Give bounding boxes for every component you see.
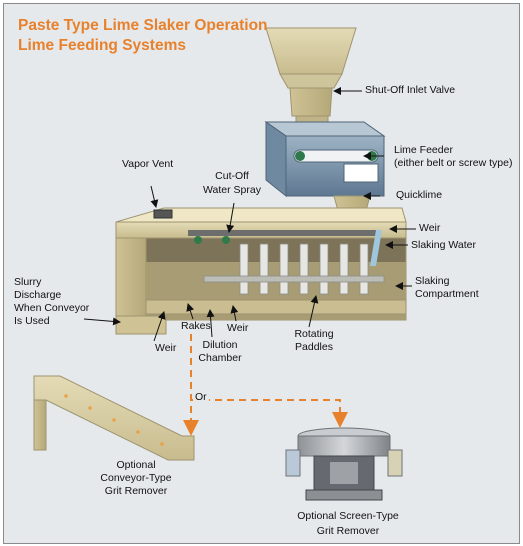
- lime-feeder: [264, 121, 386, 198]
- vapor-vent-cap: [153, 209, 173, 219]
- slurry-label-line3: When Conveyor: [14, 302, 90, 314]
- slaking-water-label: Slaking Water: [411, 239, 476, 251]
- dilution-chamber-label-line2: Chamber: [198, 352, 242, 364]
- or-label: Or: [193, 391, 209, 404]
- hopper: [265, 27, 357, 125]
- lime-feeder-label-line2: (either belt or screw type): [394, 157, 513, 169]
- screen-grit-label-line2: Grit Remover: [316, 525, 380, 537]
- slurry-label-line1: Slurry: [14, 276, 42, 288]
- flow-path: [183, 334, 348, 436]
- slaking-compartment-label-line2: Compartment: [415, 288, 479, 300]
- lime-feeder-label-line1: Lime Feeder: [394, 144, 453, 156]
- rotating-paddles-label-line2: Paddles: [295, 341, 333, 353]
- weir-mid-label: Weir: [227, 322, 249, 334]
- cutoff-spray-label-line2: Water Spray: [203, 184, 261, 196]
- slurry-label-line2: Discharge: [14, 289, 62, 301]
- slaker-illustration: [33, 27, 416, 501]
- slaking-water-stream: [370, 230, 382, 266]
- weir-top-label: Weir: [419, 222, 441, 234]
- slaking-compartment-label-line1: Slaking: [415, 275, 450, 287]
- slurry-label-line4: Is Used: [14, 315, 50, 327]
- rakes-label: Rakes: [181, 320, 211, 332]
- rotating-paddles-label-line1: Rotating: [294, 328, 334, 340]
- shutoff-valve-label: Shut-Off Inlet Valve: [365, 84, 456, 96]
- leader-arrows: [83, 87, 416, 342]
- paddle-group: [203, 243, 385, 295]
- conveyor-grit-remover: [33, 375, 195, 461]
- title-line-2: Lime Feeding Systems: [18, 37, 186, 54]
- conveyor-grit-label-line2: Conveyor-Type: [100, 472, 172, 484]
- weir-left-label: Weir: [155, 342, 177, 354]
- conveyor-grit-label-line1: Optional: [116, 459, 156, 471]
- cutoff-spray-label-line1: Cut-Off: [215, 170, 249, 182]
- dilution-chamber-label-line1: Dilution: [202, 339, 238, 351]
- screen-grit-label-line1: Optional Screen-Type: [297, 510, 399, 522]
- title-line-1: Paste Type Lime Slaker Operation: [18, 17, 268, 34]
- diagram-title: Paste Type Lime Slaker Operation Lime Fe…: [18, 16, 268, 56]
- screen-grit-remover: [285, 427, 403, 501]
- diagram-canvas: Paste Type Lime Slaker Operation Lime Fe…: [3, 3, 520, 544]
- quicklime-label: Quicklime: [396, 189, 443, 201]
- conveyor-grit-label-line3: Grit Remover: [104, 485, 168, 497]
- vapor-vent-label: Vapor Vent: [122, 158, 174, 170]
